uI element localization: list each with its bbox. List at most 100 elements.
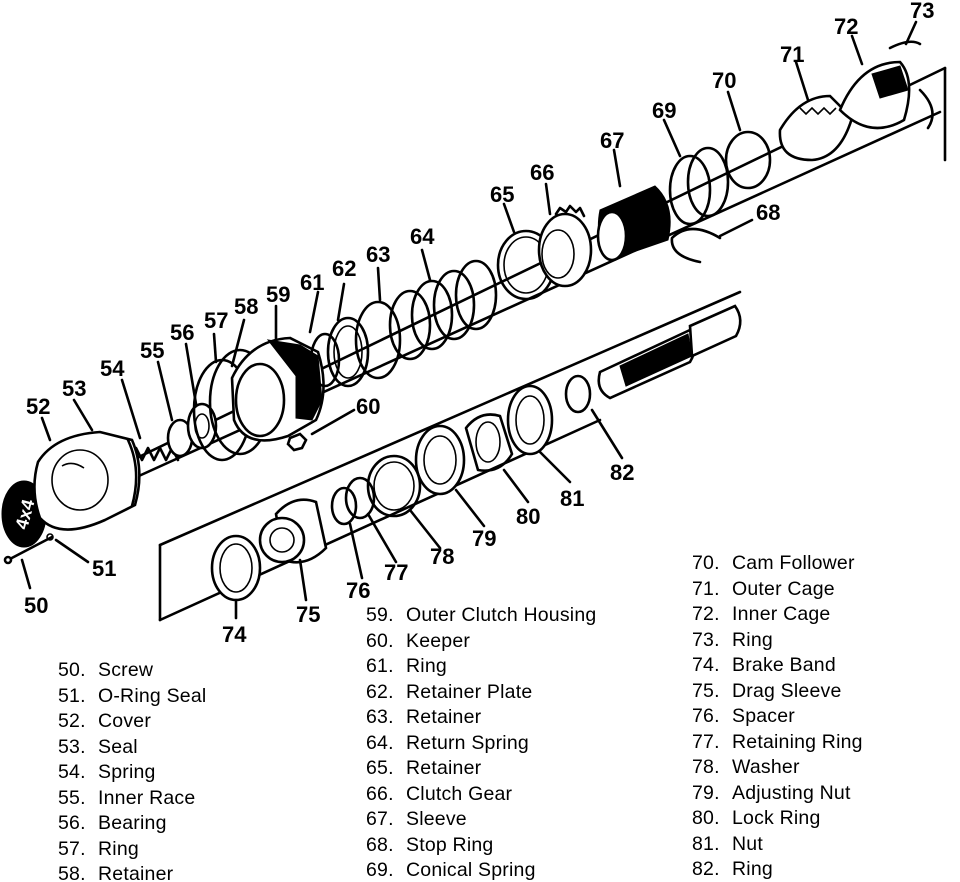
legend-part-name: Drag Sleeve (732, 679, 842, 702)
legend-part-name: Cover (98, 710, 152, 732)
legend-part-name: Brake Band (732, 654, 836, 676)
callout-74: 74 (222, 622, 247, 647)
part-81-nut (506, 384, 554, 456)
legend-item: 67. Sleeve (366, 807, 596, 833)
legend-part-name: Outer Clutch Housing (406, 604, 597, 626)
legend-part-name: Stop Ring (406, 833, 494, 856)
legend-number: 68. (366, 833, 394, 856)
legend-item: 53.Seal (58, 735, 206, 761)
legend-item: 58. Retainer (58, 862, 206, 882)
legend-number: 62. (366, 680, 394, 703)
legend-number: 70. (692, 552, 720, 574)
part-69-conical-spring (668, 146, 730, 226)
legend-part-name: Ring (98, 837, 139, 860)
part-78-washer (366, 454, 422, 518)
legend-number: 59. (366, 604, 394, 626)
legend-number: 63. (366, 706, 394, 728)
legend-part-name: Inner Race (98, 786, 196, 809)
legend-part-name: Nut (732, 832, 763, 855)
callout-51: 51 (92, 556, 116, 581)
part-50-screw (3, 535, 54, 565)
part-56-bearing (186, 402, 218, 450)
legend-number: 64. (366, 731, 394, 754)
part-51-o-ring-seal (46, 533, 54, 541)
callout-82: 82 (610, 460, 634, 485)
legend-number: 77. (692, 730, 720, 753)
part-70-cam-follower (724, 130, 772, 190)
legend-number: 54. (58, 761, 86, 783)
part-82-ring (564, 374, 592, 414)
legend-number: 57. (58, 837, 86, 860)
legend-item: 82.Ring (692, 857, 863, 882)
legend-item: 73.Ring (692, 628, 863, 654)
legend-item: 68. Stop Ring (366, 833, 596, 859)
legend-number: 79. (692, 781, 720, 804)
callout-62: 62 (332, 256, 356, 281)
callout-67: 67 (600, 128, 624, 153)
legend-item: 77.Retaining Ring (692, 730, 863, 756)
legend-item: 52.Cover (58, 709, 206, 735)
legend-part-name: Bearing (98, 812, 167, 834)
part-79-adjusting-nut (414, 424, 466, 496)
legend-item: 65.Retainer (366, 756, 596, 782)
legend-number: 55. (58, 786, 86, 809)
legend-number: 58. (58, 863, 86, 882)
legend-part-name: Screw (98, 659, 154, 681)
callout-56: 56 (170, 320, 194, 345)
legend-part-name: Retainer (406, 757, 482, 779)
legend-number: 56. (58, 812, 86, 834)
callout-63: 63 (366, 242, 390, 267)
callout-73: 73 (910, 0, 934, 23)
part-71-outer-cage (778, 94, 854, 162)
legend-part-name: Ring (732, 628, 773, 651)
callout-66: 66 (530, 160, 554, 185)
legend-item: 74. Brake Band (692, 653, 863, 679)
legend-number: 60. (366, 629, 394, 652)
callout-76: 76 (346, 578, 370, 603)
legend-number: 74. (692, 654, 720, 676)
part-60-keeper (286, 432, 308, 452)
legend-item: 71.Outer Cage (692, 577, 863, 603)
legend-item: 69.Conical Spring (366, 858, 596, 882)
legend-part-name: Conical Spring (406, 859, 536, 881)
legend-item: 56. Bearing (58, 811, 206, 837)
part-66-clutch-gear (537, 204, 593, 288)
callout-71: 71 (780, 42, 804, 67)
callout-55: 55 (140, 338, 164, 363)
legend-part-name: O-Ring Seal (98, 684, 207, 707)
legend-part-name: Sleeve (406, 808, 467, 830)
part-80-lock-ring (464, 413, 514, 472)
callout-77: 77 (384, 560, 408, 585)
legend-item: 60.Keeper (366, 629, 596, 655)
part-77-retaining-ring (344, 476, 376, 520)
legend-item: 51.O-Ring Seal (58, 684, 206, 710)
part-59-outer-clutch-housing (230, 336, 325, 442)
legend-part-name: Retainer (98, 863, 174, 882)
legend-part-name: Return Spring (406, 731, 529, 754)
part-76-spacer (330, 486, 358, 526)
legend-part-name: Spacer (732, 705, 795, 727)
legend-part-name: Cam Follower (732, 552, 855, 574)
legend-number: 61. (366, 655, 394, 677)
legend-item: 78.Washer (692, 755, 863, 781)
legend-item: 59. Outer Clutch Housing (366, 603, 596, 629)
part-68-stop-ring (670, 227, 722, 264)
part-64-return-spring (388, 259, 498, 361)
legend-item: 70. Cam Follower (692, 551, 863, 577)
part-74-brake-band (210, 534, 262, 602)
legend-item: 62.Retainer Plate (366, 680, 596, 706)
legend-number: 53. (58, 735, 86, 758)
legend-number: 67. (366, 808, 394, 830)
callout-60: 60 (356, 394, 380, 419)
callout-72: 72 (834, 14, 858, 39)
callout-53: 53 (62, 376, 86, 401)
legend-part-name: Lock Ring (732, 807, 821, 829)
legend-number: 81. (692, 832, 720, 855)
callout-78: 78 (430, 544, 454, 569)
callout-52: 52 (26, 394, 50, 419)
part-75-drag-sleeve (258, 498, 328, 564)
legend-item: 79.Adjusting Nut (692, 781, 863, 807)
legend-number: 80. (692, 807, 720, 829)
